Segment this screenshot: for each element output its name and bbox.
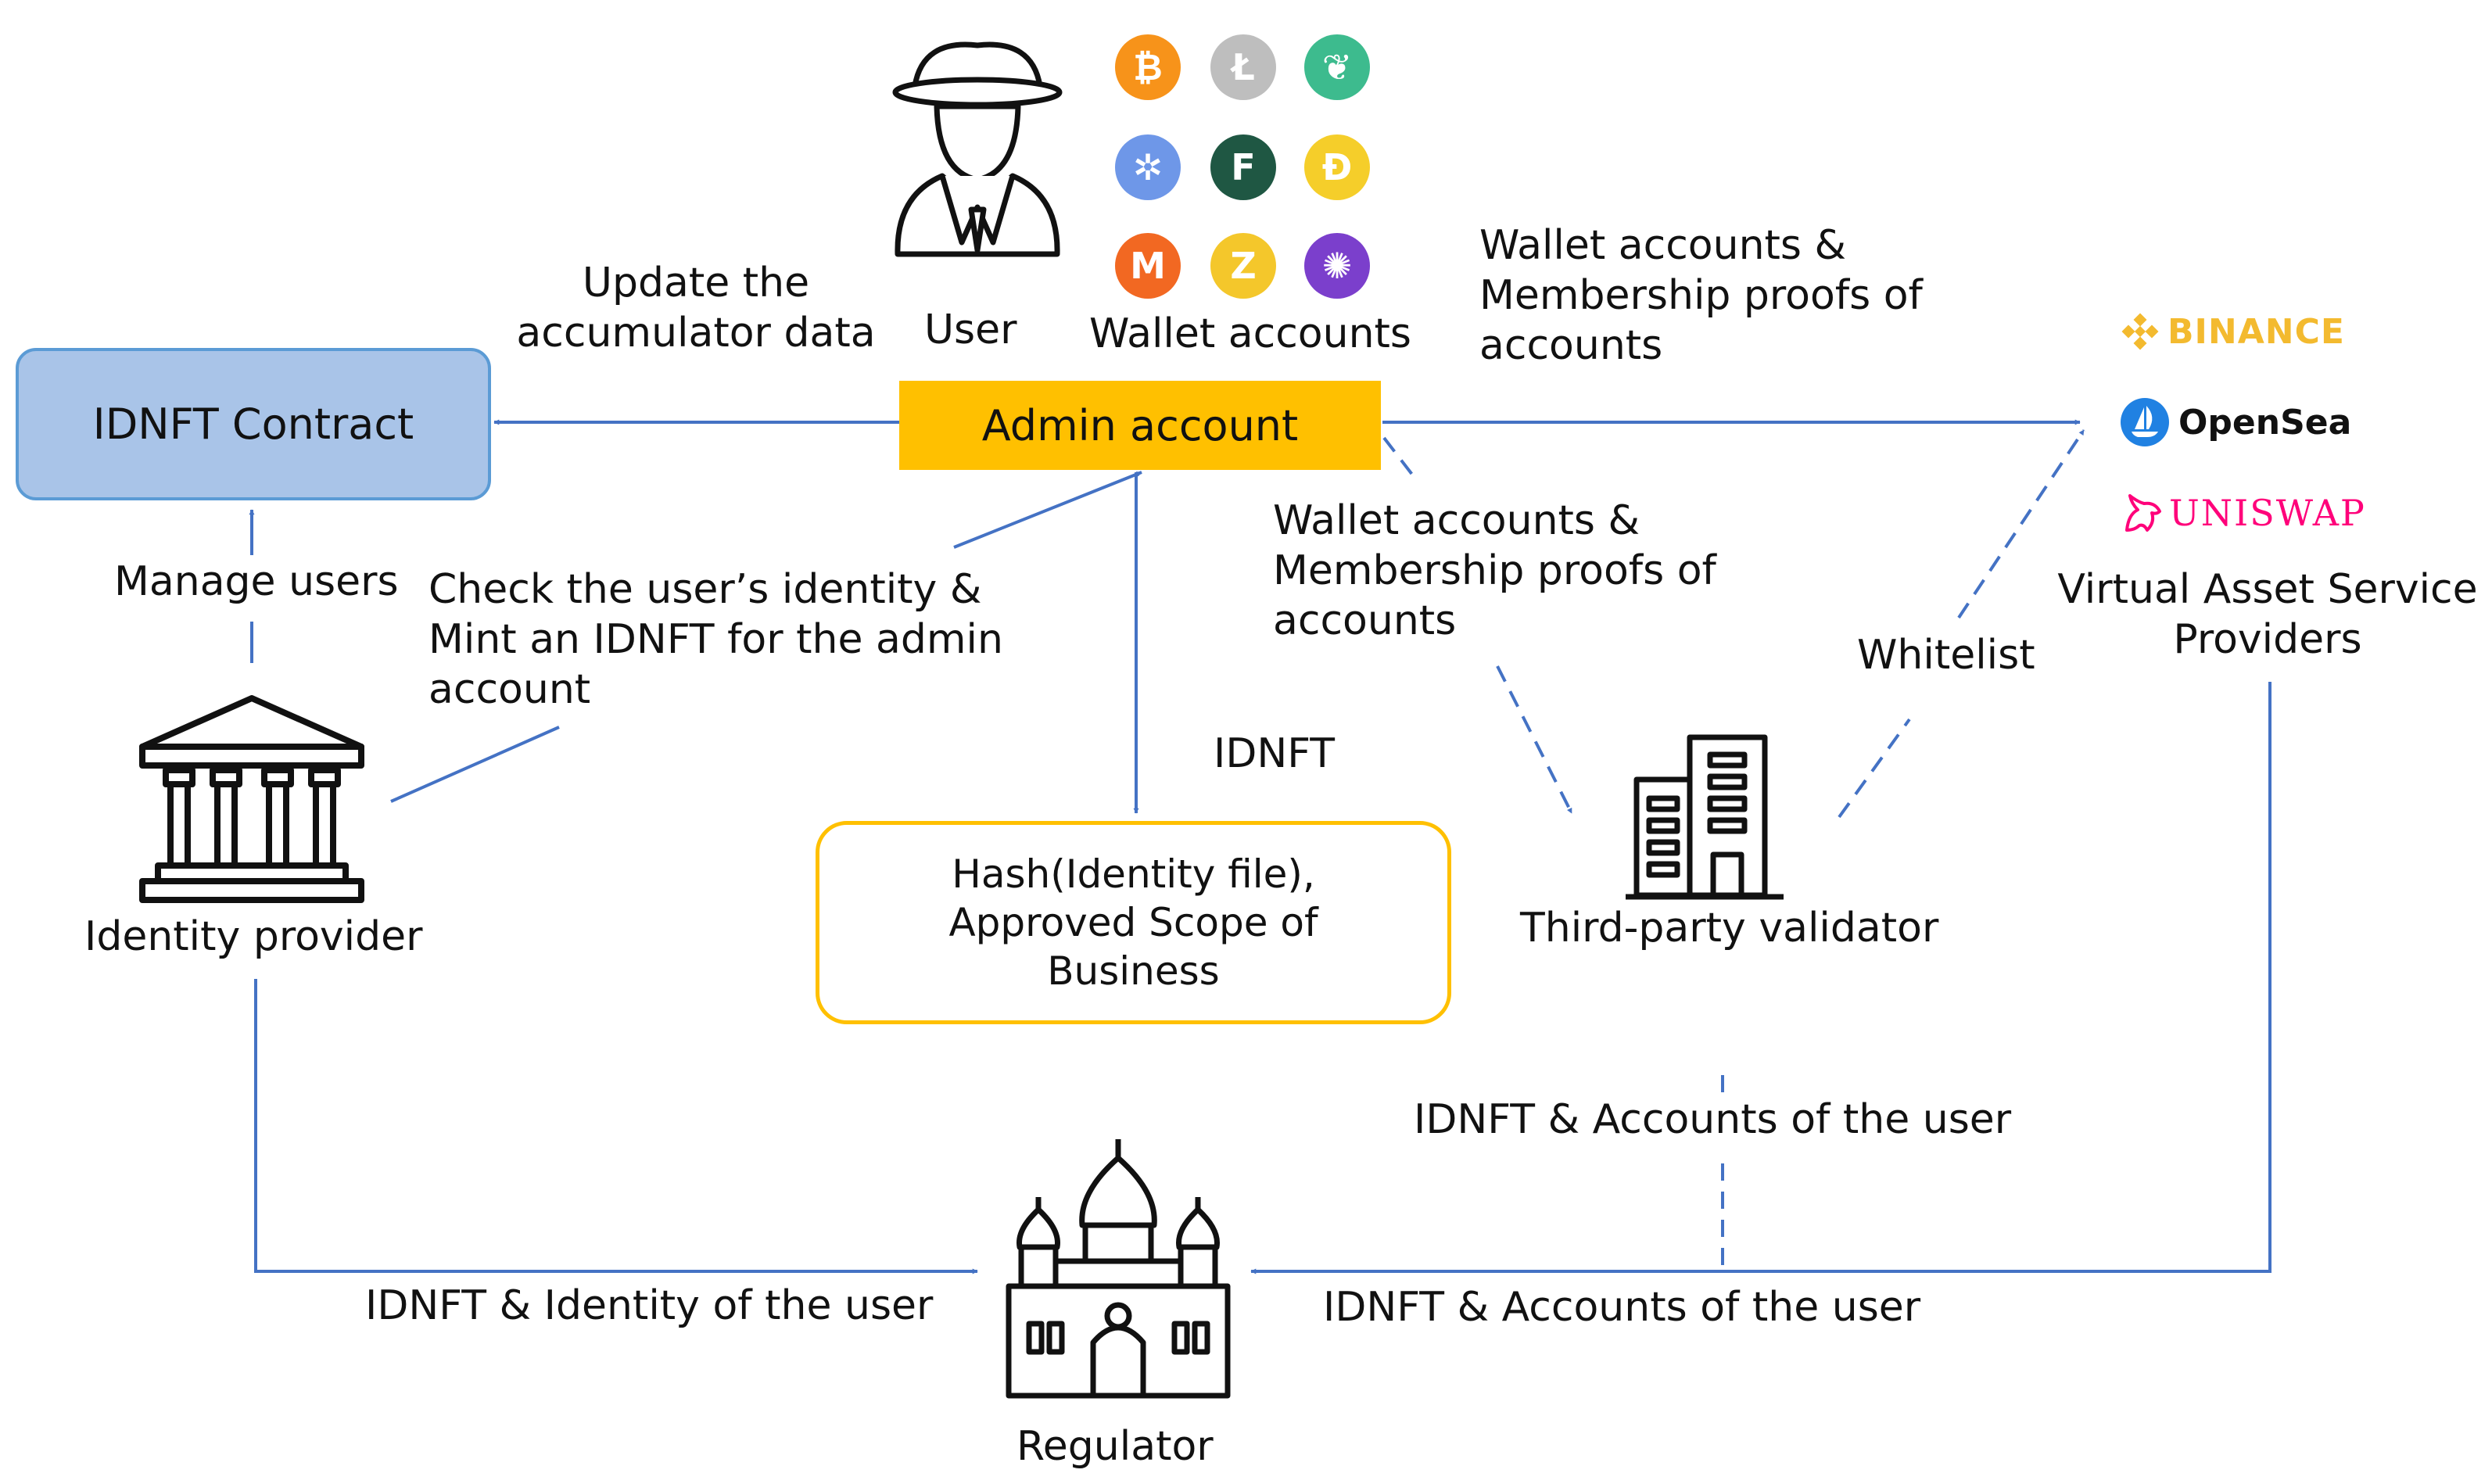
arrow-check-to-admin (953, 471, 1142, 549)
bitcoin-icon: ₿ (1115, 34, 1181, 100)
check-identity-line-3: account (428, 666, 591, 713)
line-provider-to-check (390, 726, 560, 803)
idnft-accounts-lower-label: IDNFT & Accounts of the user (1323, 1284, 1921, 1331)
uniswap-logo: UNISWAP (2121, 488, 2366, 538)
opensea-label: OpenSea (2178, 402, 2352, 443)
idnft-identity-label: IDNFT & Identity of the user (365, 1282, 934, 1329)
monero-icon: M (1115, 233, 1181, 299)
idnft-contract-box: IDNFT Contract (16, 348, 491, 500)
dashed-whitelist-to-vasp (1957, 428, 2085, 619)
wallet-membership-mid-line-2: Membership proofs of (1273, 547, 1716, 594)
uniswap-label: UNISWAP (2169, 492, 2366, 534)
opensea-icon (2121, 398, 2169, 446)
binance-logo: BINANCE (2119, 306, 2345, 357)
unicorn-icon (2125, 494, 2161, 532)
identity-file-line-2: Approved Scope of (948, 900, 1318, 945)
idnft-contract-label: IDNFT Contract (92, 400, 414, 449)
wallet-membership-top-label: Wallet accounts & Membership proofs of a… (1479, 220, 1923, 371)
litecoin-icon: Ł (1210, 34, 1276, 100)
check-identity-label: Check the user’s identity & Mint an IDNF… (428, 565, 1003, 715)
dashed-admin-to-wallet-label (1382, 436, 1417, 480)
identity-file-line-1: Hash(Identity file), (952, 851, 1315, 897)
admin-account-label: Admin account (981, 400, 1299, 450)
update-accumulator-label: Update the accumulator data (469, 258, 923, 358)
office-building-icon (1626, 734, 1784, 900)
regulator-label: Regulator (1017, 1423, 1214, 1470)
update-accumulator-line-1: Update the (582, 260, 810, 306)
idnft-label: IDNFT (1214, 730, 1336, 777)
idnft-accounts-upper-label: IDNFT & Accounts of the user (1414, 1096, 2012, 1143)
dashed-wallet-label-to-validator (1496, 665, 1573, 814)
identity-provider-label: Identity provider (84, 913, 423, 960)
wallet-accounts-label: Wallet accounts (1089, 310, 1412, 357)
f-coin-icon: F (1210, 134, 1276, 200)
cathedral-icon (1006, 1139, 1231, 1399)
wallet-membership-mid-label: Wallet accounts & Membership proofs of a… (1273, 496, 1716, 646)
admin-account-box: Admin account (899, 381, 1381, 470)
user-icon (892, 41, 1063, 257)
binance-icon (2121, 313, 2159, 350)
arrow-vasp-to-regulator (1250, 682, 2271, 1274)
wallet-membership-mid-line-3: accounts (1273, 597, 1457, 644)
update-accumulator-line-2: accumulator data (516, 310, 876, 357)
wallet-membership-top-line-2: Membership proofs of (1479, 272, 1923, 319)
identity-file-box: Hash(Identity file), Approved Scope of B… (816, 821, 1451, 1024)
whitelist-label: Whitelist (1857, 632, 2035, 679)
dogecoin-icon: Ð (1304, 134, 1370, 200)
user-label: User (924, 306, 1017, 353)
vasp-line-1: Virtual Asset Service (2057, 566, 2478, 613)
check-identity-line-2: Mint an IDNFT for the admin (428, 616, 1003, 663)
arrow-provider-to-regulator (254, 979, 978, 1274)
bank-building-icon (139, 695, 364, 903)
iota-icon: ✺ (1304, 233, 1370, 299)
binance-label: BINANCE (2168, 311, 2345, 352)
third-party-validator-label: Third-party validator (1520, 905, 1939, 952)
check-identity-line-1: Check the user’s identity & (428, 566, 982, 613)
zcash-icon: Z (1210, 233, 1276, 299)
ripple-icon: ✲ (1115, 134, 1181, 200)
wallet-membership-top-line-1: Wallet accounts & (1479, 222, 1847, 269)
leaf-coin-icon: ❦ (1304, 34, 1370, 100)
wallet-membership-mid-line-1: Wallet accounts & (1273, 497, 1640, 544)
dashed-validator-to-whitelist (1838, 718, 1911, 819)
opensea-logo: OpenSea (2121, 397, 2351, 447)
identity-file-line-3: Business (1047, 948, 1220, 994)
vasp-line-2: Providers (2173, 616, 2362, 663)
manage-users-label: Manage users (114, 558, 399, 605)
wallet-membership-top-line-3: accounts (1479, 322, 1663, 369)
vasp-label: Virtual Asset Service Providers (2049, 565, 2487, 665)
